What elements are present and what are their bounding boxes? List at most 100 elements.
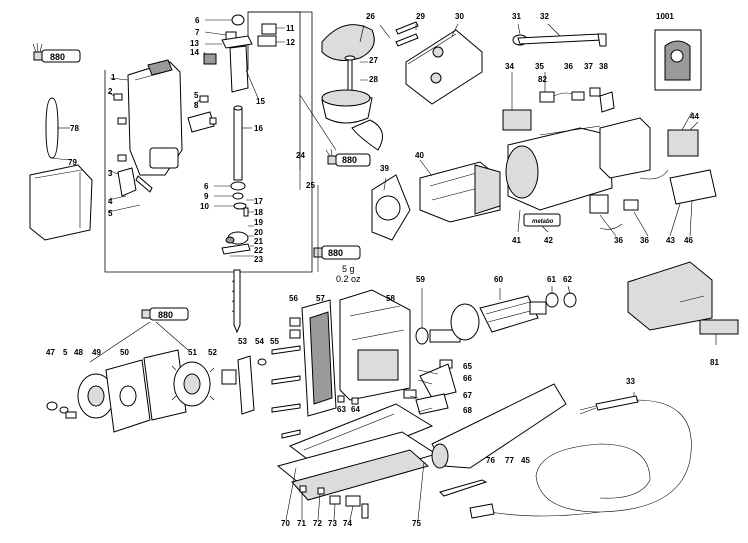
part-number-labels: 1 2 3 4 5 5 5 6 6 7 8 9 10 11 12 13 14 1… xyxy=(46,12,719,528)
part-42-brand-plate: metabo xyxy=(523,213,561,227)
label-part-8: 8 xyxy=(194,101,199,110)
label-part-34: 34 xyxy=(505,62,514,71)
label-part-55: 55 xyxy=(270,337,279,346)
label-part-24: 24 xyxy=(296,151,305,160)
label-part-79: 79 xyxy=(68,158,77,167)
grease-amount-grams: 5 g xyxy=(342,264,355,274)
label-part-46: 46 xyxy=(684,236,693,245)
label-part-23: 23 xyxy=(254,255,263,264)
label-part-19: 19 xyxy=(254,218,263,227)
part-16-plunger-rod xyxy=(233,105,252,181)
label-part-75: 75 xyxy=(412,519,421,528)
label-part-6: 6 xyxy=(204,182,209,191)
label-part-52: 52 xyxy=(208,348,217,357)
label-part-16: 16 xyxy=(254,124,263,133)
grease-tube-880-lower-left: 880 xyxy=(89,307,189,363)
label-part-35: 35 xyxy=(535,62,544,71)
label-part-4: 4 xyxy=(108,197,113,206)
label-part-45: 45 xyxy=(521,456,530,465)
saw-blade xyxy=(231,269,241,334)
label-part-12: 12 xyxy=(286,38,295,47)
parts-43-44-46-switch xyxy=(589,117,717,230)
label-part-5: 5 xyxy=(108,209,113,218)
label-part-66: 66 xyxy=(463,374,472,383)
label-part-53: 53 xyxy=(238,337,247,346)
label-part-58: 58 xyxy=(386,294,395,303)
label-part-29: 29 xyxy=(416,12,425,21)
label-part-2: 2 xyxy=(108,87,113,96)
label-part-39: 39 xyxy=(380,164,389,173)
label-part-43: 43 xyxy=(666,236,675,245)
grease-tube-880-center: 880 5 g 0.2 oz xyxy=(313,245,361,284)
label-part-36: 36 xyxy=(640,236,649,245)
parts-6-9-10-17-18-19-rings xyxy=(214,181,254,217)
label-part-49: 49 xyxy=(92,348,101,357)
parts-37-38-switch-pieces xyxy=(589,87,615,113)
label-part-21: 21 xyxy=(254,237,263,246)
label-part-73: 73 xyxy=(328,519,337,528)
label-part-9: 9 xyxy=(204,192,209,201)
part-29-screws xyxy=(395,21,419,47)
part-79-gear-cover xyxy=(29,157,93,241)
part-41-motor-housing xyxy=(505,125,613,211)
label-part-82: 82 xyxy=(538,75,547,84)
label-part-68: 68 xyxy=(463,406,472,415)
parts-52-55-pins-and-plate xyxy=(221,345,301,439)
parts-11-12-clamps xyxy=(257,23,285,47)
label-part-59: 59 xyxy=(416,275,425,284)
label-part-47: 47 xyxy=(46,348,55,357)
label-part-78: 78 xyxy=(70,124,79,133)
label-part-71: 71 xyxy=(297,519,306,528)
label-part-37: 37 xyxy=(584,62,593,71)
label-part-50: 50 xyxy=(120,348,129,357)
grease-tube-label: 880 xyxy=(328,248,343,258)
label-part-48: 48 xyxy=(74,348,83,357)
parts-65-68-lever-set xyxy=(403,359,457,415)
label-part-5: 5 xyxy=(194,91,199,100)
label-part-13: 13 xyxy=(190,39,199,48)
part-77-dust-extraction-nozzle xyxy=(431,383,567,469)
label-part-18: 18 xyxy=(254,208,263,217)
label-part-1001: 1001 xyxy=(656,12,674,21)
label-part-20: 20 xyxy=(254,228,263,237)
label-part-32: 32 xyxy=(540,12,549,21)
label-part-14: 14 xyxy=(190,48,199,57)
label-part-61: 61 xyxy=(547,275,556,284)
label-part-40: 40 xyxy=(415,151,424,160)
label-part-44: 44 xyxy=(690,112,699,121)
part-8-plate xyxy=(187,95,217,133)
label-part-54: 54 xyxy=(255,337,264,346)
label-part-10: 10 xyxy=(200,202,209,211)
label-part-15: 15 xyxy=(256,97,265,106)
parts-47-50-gear-assembly xyxy=(46,359,151,433)
label-part-51: 51 xyxy=(188,348,197,357)
label-part-27: 27 xyxy=(369,56,378,65)
part-30-cover-plate xyxy=(405,29,483,105)
parts-59-60-armature xyxy=(415,292,577,345)
label-part-64: 64 xyxy=(351,405,360,414)
label-part-25: 25 xyxy=(306,181,315,190)
label-part-56: 56 xyxy=(289,294,298,303)
label-part-77: 77 xyxy=(505,456,514,465)
label-part-42: 42 xyxy=(544,236,553,245)
label-part-36: 36 xyxy=(614,236,623,245)
parts-31-32-lever xyxy=(512,33,607,47)
leader-lines xyxy=(299,23,717,413)
parts-35-36-82-brushes xyxy=(539,72,585,103)
part-58-gear-housing xyxy=(339,289,411,401)
label-part-72: 72 xyxy=(313,519,322,528)
part-76-hex-key xyxy=(439,479,488,497)
parts-13-14-15-guide xyxy=(203,35,259,99)
part-81-label xyxy=(699,319,739,335)
label-part-67: 67 xyxy=(463,391,472,400)
grease-tube-label: 880 xyxy=(342,155,357,165)
grease-amount-ounces: 0.2 oz xyxy=(336,274,361,284)
part-39-fan-baffle xyxy=(371,174,411,241)
grease-tube-880-middle: 880 xyxy=(299,94,371,167)
part-40-stator xyxy=(419,161,501,223)
label-part-33: 33 xyxy=(626,377,635,386)
label-part-74: 74 xyxy=(343,519,352,528)
parts-6-7-top-rollers xyxy=(204,14,245,41)
handle-cover-right xyxy=(627,261,713,331)
label-part-5: 5 xyxy=(63,348,68,357)
